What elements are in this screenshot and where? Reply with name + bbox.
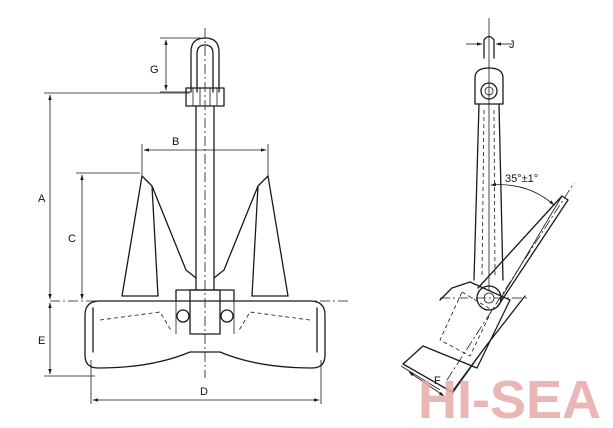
pivot-pin-left bbox=[176, 309, 190, 323]
crown-base bbox=[84, 300, 326, 369]
dimension-e-label: E bbox=[38, 335, 45, 347]
pivot-pin-right bbox=[220, 309, 234, 323]
dimension-b-label: B bbox=[172, 136, 179, 148]
front-view: G A B C E D bbox=[38, 28, 348, 404]
dimension-j-label: J bbox=[509, 39, 515, 51]
left-fluke bbox=[121, 175, 197, 297]
dimension-a-label: A bbox=[38, 193, 46, 205]
right-fluke bbox=[213, 175, 289, 297]
dimension-f-label: F bbox=[434, 375, 441, 387]
dimension-d-label: D bbox=[200, 386, 208, 398]
side-shank bbox=[473, 103, 504, 281]
watermark-logo: HI-SEA bbox=[418, 370, 601, 428]
side-fluke bbox=[477, 195, 569, 307]
dimension-c-label: C bbox=[68, 233, 76, 245]
side-view: 35°±1° J F bbox=[400, 18, 575, 397]
side-shackle-eye bbox=[480, 82, 498, 100]
angle-label: 35°±1° bbox=[505, 173, 538, 185]
dimension-g-label: G bbox=[150, 64, 159, 76]
shank bbox=[195, 105, 215, 291]
